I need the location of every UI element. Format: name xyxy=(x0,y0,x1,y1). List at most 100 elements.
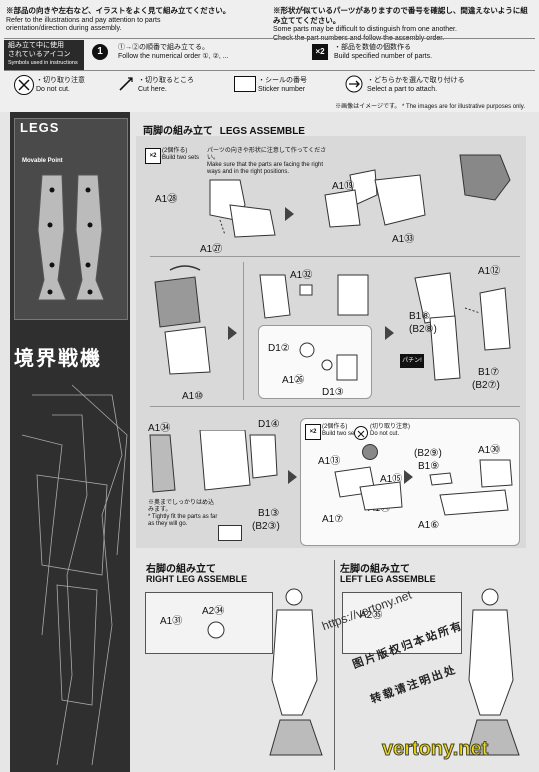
orientation-note: ※部品の向きや左右など、イラストをよく見て組み立てください。 Refer to … xyxy=(6,6,266,34)
caution-en: Make sure that the parts are facing the … xyxy=(207,162,324,175)
legs-assemble-en: LEGS ASSEMBLE xyxy=(219,126,305,137)
watermark-line2: 转载请注明出处 xyxy=(369,663,459,707)
step3-parts-diagram xyxy=(154,265,211,375)
part-label: A1㉛ xyxy=(160,616,183,627)
movable-point-label: Movable Point xyxy=(22,158,63,164)
select-part-icon xyxy=(345,75,363,93)
caution-jp: パーツの向きや形状に注意して作ってください。 xyxy=(207,148,327,161)
similar-parts-note-jp: ※形状が似ているパーツがありますので番号を確認し、間違えないように組み立ててくだ… xyxy=(273,6,528,25)
part-label: D1② xyxy=(268,343,290,354)
instruction-header xyxy=(0,0,539,112)
similar-parts-note-en1: Some parts may be difficult to distingui… xyxy=(273,26,457,33)
part-label: A1㉗ xyxy=(200,244,223,255)
part-label: A1㉞ xyxy=(148,423,171,434)
build-two-label: (2個作る) Build two sets xyxy=(322,424,359,438)
build-two-jp: (2個作る) xyxy=(322,424,348,430)
step-arrow-icon xyxy=(228,326,237,340)
tight-fit-en: * Tightly fit the parts as far as they w… xyxy=(148,514,218,527)
step4-parts-diagram xyxy=(259,274,369,319)
legs-assemble-title: 両脚の組み立て LEGS ASSEMBLE xyxy=(143,122,305,137)
part-label: B1⑨ xyxy=(418,461,440,472)
no-cut-jp: ・切り取り注意 xyxy=(36,77,85,84)
click-badge: パチン! xyxy=(400,354,424,368)
sticker-en: Sticker number xyxy=(258,85,306,93)
part-label: A1⑲ xyxy=(332,181,355,192)
select-part-jp: ・どちらかを選んで取り付ける xyxy=(367,77,465,84)
part-detail-icon xyxy=(218,525,242,541)
order-legend: ①→②の順番で組み立てる。 Follow the numerical order… xyxy=(118,44,229,61)
build-two-badge: ×2 xyxy=(305,424,321,440)
part-label: A1⑥ xyxy=(418,520,440,531)
no-cut-icon xyxy=(14,75,34,95)
part-label: (B2⑦) xyxy=(472,380,500,391)
part-label: (B2⑨) xyxy=(414,448,442,459)
right-leg-title-en: RIGHT LEG ASSEMBLE xyxy=(146,574,248,584)
step-preview-diagram xyxy=(459,154,511,201)
caution-note: パーツの向きや形状に注意して作ってください。 Make sure that th… xyxy=(207,148,327,176)
right-leg-title-jp: 右脚の組み立て xyxy=(146,564,216,575)
sticker-jp: ・シールの番号 xyxy=(258,77,307,84)
part-label: A1⑩ xyxy=(182,391,204,402)
left-leg-title-jp: 左脚の組み立て xyxy=(340,564,410,575)
part-label: A1⑦ xyxy=(322,514,344,525)
order-en: Follow the numerical order ①, ②, ... xyxy=(118,52,229,60)
step1-parts-diagram xyxy=(209,179,276,238)
orientation-note-jp: ※部品の向きや左右など、イラストをよく見て組み立てください。 xyxy=(6,6,231,15)
column-divider xyxy=(334,560,335,770)
step-arrow-icon xyxy=(385,326,394,340)
step6-parts-diagram xyxy=(149,430,278,493)
legend-jp2: されているアイコン xyxy=(8,50,71,58)
step7-parts-diagram xyxy=(334,466,403,511)
movable-points-box xyxy=(14,118,128,320)
order-jp: ①→②の順番で組み立てる。 xyxy=(118,44,209,51)
legs-title: LEGS xyxy=(20,120,60,135)
part-label: D1④ xyxy=(258,419,280,430)
legend-divider xyxy=(4,70,535,71)
step8-parts-diagram xyxy=(429,459,513,516)
left-leg-title-en: LEFT LEG ASSEMBLE xyxy=(340,574,436,584)
series-logo-text: 境界戦機 xyxy=(14,346,102,370)
sticker-legend: ・シールの番号 Sticker number xyxy=(258,77,307,94)
no-cut-note: (切り取り注意) Do not cut. xyxy=(370,424,410,438)
build-two-label: (2個作る) Build two sets xyxy=(162,148,199,162)
illustrative-note: ※画像はイメージです。 * The images are for illustr… xyxy=(335,104,525,110)
gate-marker-icon xyxy=(362,444,378,460)
left-leg-diagram xyxy=(466,588,520,756)
no-cut-note-jp: (切り取り注意) xyxy=(370,424,410,430)
step-number-icon: 1 xyxy=(92,44,108,60)
right-leg-detail-frame xyxy=(145,592,273,654)
select-part-legend: ・どちらかを選んで取り付ける Select a part to attach. xyxy=(367,77,465,94)
step-divider xyxy=(150,256,520,257)
step-divider xyxy=(150,406,520,407)
step2-parts-diagram xyxy=(324,169,426,228)
part-label: B1③ xyxy=(258,508,280,519)
no-cut-note-en: Do not cut. xyxy=(370,431,400,437)
build-jp: ・部品を数値の個数作る xyxy=(334,44,411,51)
mecha-wireframe xyxy=(21,384,128,766)
tight-fit-note: ※奥までしっかりはめ込みます。 * Tightly fit the parts … xyxy=(148,500,218,528)
build-legend: ・部品を数値の個数作る Build specified number of pa… xyxy=(334,44,432,61)
right-hip-parts-diagram xyxy=(207,621,225,639)
part-label: A1㉝ xyxy=(392,234,415,245)
step4-area xyxy=(243,262,389,400)
cut-here-legend: ・切り取るところ Cut here. xyxy=(138,77,194,94)
select-part-en: Select a part to attach. xyxy=(367,85,438,93)
symbols-legend-box: 組み立て中に使用 されているアイコン Symbols used in instr… xyxy=(4,40,84,70)
legs-assemble-jp: 両脚の組み立て xyxy=(143,126,213,137)
legend-en: Symbols used in instructions xyxy=(8,60,78,66)
step-arrow-icon xyxy=(288,470,297,484)
watermark-site: vertony.net xyxy=(381,738,489,761)
part-label: A1㉚ xyxy=(478,445,501,456)
part-label: B1⑧ xyxy=(409,311,431,322)
sticker-icon xyxy=(234,76,256,92)
cut-here-icon xyxy=(118,76,134,92)
part-label: A1⑮ xyxy=(380,474,403,485)
orientation-note-en2: orientation/direction during assembly. xyxy=(6,25,122,32)
part-label: A1㉜ xyxy=(290,270,313,281)
no-cut-en: Do not cut. xyxy=(36,85,70,93)
part-label: A1⑬ xyxy=(318,456,341,467)
part-label: B1⑦ xyxy=(478,367,500,378)
right-leg-diagram xyxy=(269,588,323,756)
cut-here-jp: ・切り取るところ xyxy=(138,77,194,84)
header-divider xyxy=(4,38,535,39)
